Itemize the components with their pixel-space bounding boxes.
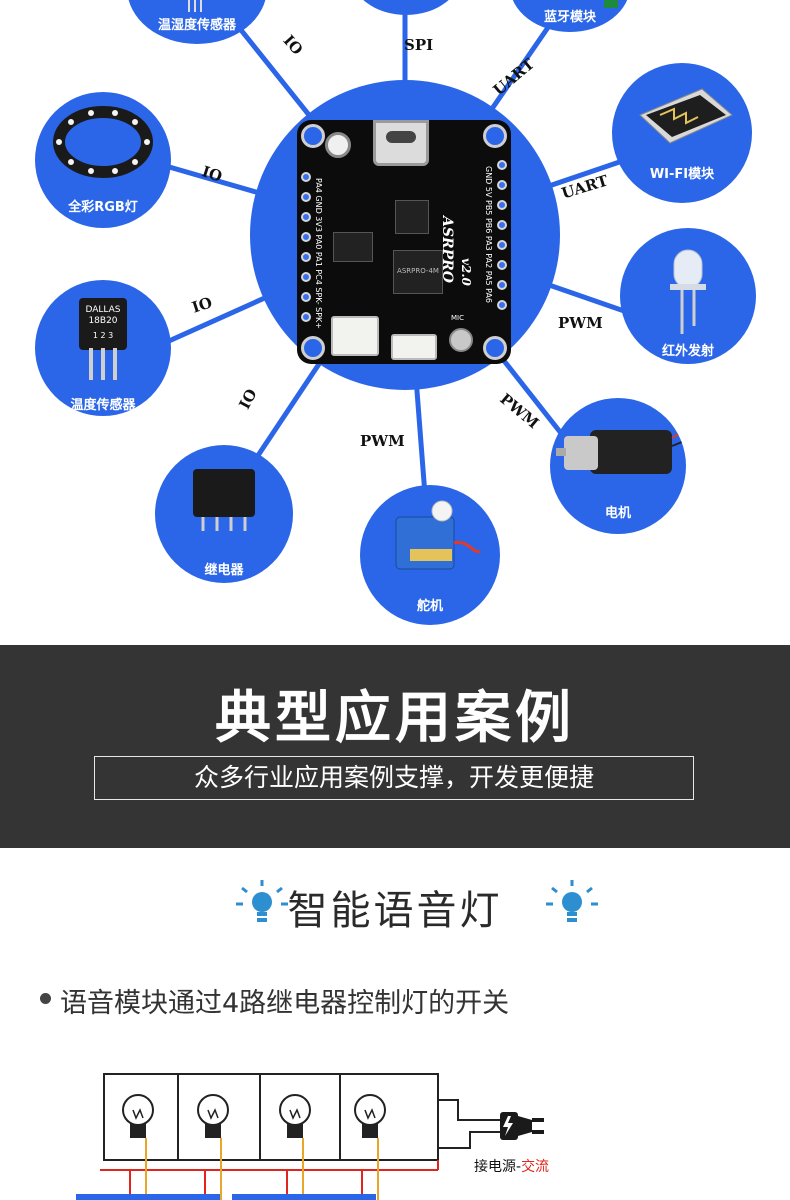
pin <box>301 292 311 302</box>
case-title: 智能语音灯 <box>287 888 503 934</box>
circuit-frame <box>103 1073 439 1161</box>
usb-c-port <box>373 120 429 166</box>
pins-right-label: GND 5V PB5 PB6 PA3 PA2 PA5 PA6 <box>484 166 493 304</box>
pin <box>301 252 311 262</box>
case-description: 语音模块通过4路继电器控制灯的开关 <box>60 988 510 1019</box>
sensor-text: DALLAS 18B20 <box>85 305 121 326</box>
power-label-text: 接电源- <box>474 1159 522 1175</box>
pin <box>497 180 507 190</box>
sensor-pins: 1 2 3 <box>92 331 114 340</box>
power-ac-text: 交流 <box>521 1159 550 1175</box>
pin <box>497 220 507 230</box>
section-banner: 典型应用案例 众多行业应用案例支撑，开发更便捷 <box>0 645 790 848</box>
flash-chip <box>395 200 429 234</box>
asrpro-board: ASRPRO-4M MIC ASRPRO v2.0 <box>297 120 511 364</box>
relay-board <box>232 1194 376 1200</box>
reset-button-icon <box>325 132 351 158</box>
case-section: 智能语音灯 语音模块通过4路继电器控制灯的开关 <box>0 848 790 1200</box>
lightbulb-icon <box>546 880 598 922</box>
board-version: v2.0 <box>459 258 473 286</box>
servo-icon <box>395 500 481 570</box>
pin <box>301 272 311 282</box>
lightbulb-icon <box>197 1094 229 1138</box>
node-label: 电机 <box>604 506 631 521</box>
section-subtitle-box: 众多行业应用案例支撑，开发更便捷 <box>94 756 694 800</box>
section-title: 典型应用案例 <box>215 686 575 751</box>
relay-board <box>76 1194 220 1200</box>
mount-hole <box>483 336 507 360</box>
pin <box>497 200 507 210</box>
pin <box>497 260 507 270</box>
node-wifi-module: WI-FI模块 <box>612 63 752 203</box>
pin <box>497 300 507 310</box>
conn-label-ir: PWM <box>558 314 603 332</box>
lightbulb-icon <box>236 880 288 922</box>
pin <box>301 232 311 242</box>
peripheral-diagram: 温湿度传感器 蓝牙模块 WI-FI模块 全彩RGB <box>35 0 756 625</box>
mic-icon <box>449 328 473 352</box>
regulator-chip <box>333 232 373 262</box>
ds18b20-icon: DALLAS 18B20 1 2 3 <box>79 298 127 350</box>
node-temp-sensor: DALLAS 18B20 1 2 3 温度传感器 <box>35 280 171 416</box>
node-label: 温度传感器 <box>70 398 136 413</box>
power-label: 接电源-交流 <box>474 1156 549 1176</box>
pin <box>301 312 311 322</box>
lightbulb-icon <box>354 1094 386 1138</box>
mic-label: MIC <box>451 314 464 322</box>
mount-hole <box>301 124 325 148</box>
node-label: 舵机 <box>416 599 443 614</box>
ir-led-icon <box>670 249 706 334</box>
pin <box>301 212 311 222</box>
main-chip: ASRPRO-4M <box>393 250 443 294</box>
power-plug-icon <box>500 1112 544 1140</box>
pin <box>301 172 311 182</box>
node-relay: 继电器 <box>155 445 293 583</box>
node-label: 蓝牙模块 <box>543 10 596 25</box>
relay-icon <box>193 469 255 531</box>
pin <box>497 240 507 250</box>
conn-label-servo: PWM <box>360 432 405 450</box>
node-servo: 舵机 <box>360 485 500 625</box>
battery-connector <box>391 334 437 360</box>
section-subtitle: 众多行业应用案例支撑，开发更便捷 <box>193 763 594 792</box>
node-rgb-light: 全彩RGB灯 <box>35 92 171 228</box>
motor-icon <box>556 430 683 474</box>
pins-left-label: PA4 GND 3V3 PA0 PA1 PC4 SPK- SPK+ <box>314 178 323 329</box>
node-label: WI-FI模块 <box>649 167 715 182</box>
node-motor: 电机 <box>550 398 686 534</box>
pin <box>497 280 507 290</box>
mount-hole <box>483 124 507 148</box>
lightbulb-icon <box>279 1094 311 1138</box>
conn-label-spi: SPI <box>404 36 434 54</box>
pin <box>301 192 311 202</box>
speaker-connector <box>331 316 379 356</box>
humidity-sensor-icon <box>188 0 202 12</box>
rgb-ring-icon <box>53 106 153 178</box>
sensor-leads <box>89 348 117 380</box>
node-label: 红外发射 <box>661 344 714 359</box>
bullet-dot <box>40 993 51 1004</box>
chip-label: ASRPRO-4M <box>397 267 439 275</box>
node-label: 全彩RGB灯 <box>68 200 138 215</box>
lightbulb-icon <box>122 1094 154 1138</box>
mount-hole <box>301 336 325 360</box>
pin <box>497 160 507 170</box>
wiring-diagram <box>76 1073 544 1200</box>
board-name: ASRPRO <box>439 216 455 283</box>
wifi-module-icon <box>639 88 733 144</box>
bluetooth-module-icon <box>604 0 618 8</box>
node-ir-emitter: 红外发射 <box>620 228 756 364</box>
node-label: 温湿度传感器 <box>157 18 236 33</box>
node-label: 继电器 <box>204 563 244 578</box>
